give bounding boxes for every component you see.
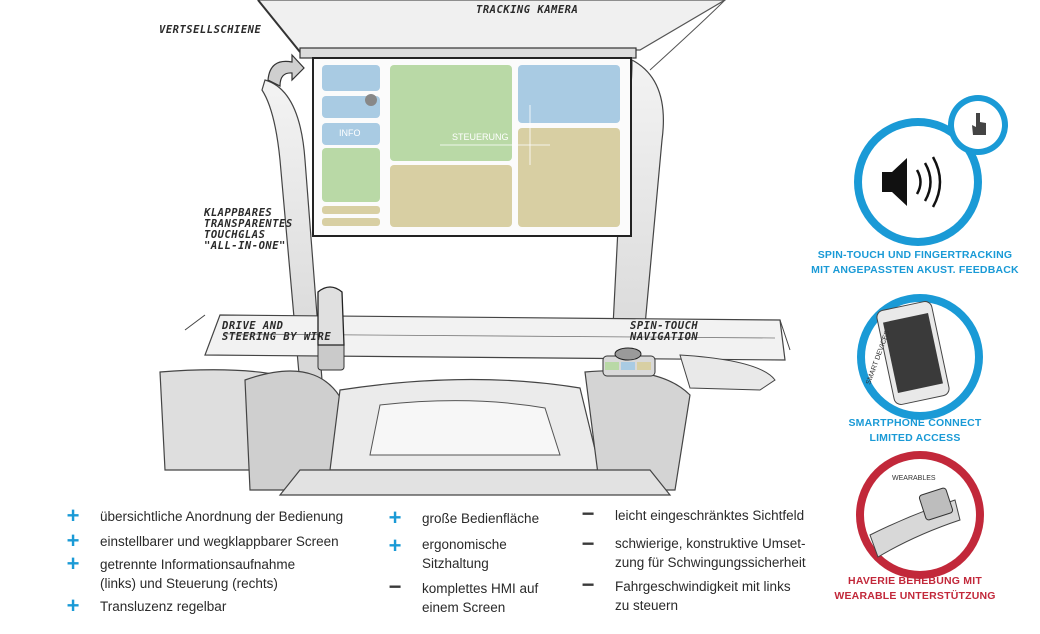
pro-item-line: getrennte Informationsaufnahme — [100, 557, 296, 572]
con-item: schwierige, konstruktive Umset- zung für… — [615, 534, 806, 572]
touchglass-label: KLAPPBARES TRANSPARENTES TOUCHGLAS "ALL-… — [204, 207, 293, 252]
pro-item-line: ergonomische — [422, 537, 507, 552]
pro-item-line: (links) und Steuerung (rechts) — [100, 576, 278, 591]
tracking-camera-label: TRACKING KAMERA — [476, 4, 579, 16]
plus-sign: + — [66, 503, 80, 528]
minus-sign: − — [581, 501, 595, 526]
caption-line: SPIN-TOUCH UND FINGERTRACKING — [817, 249, 1013, 261]
minus-sign: − — [581, 572, 595, 597]
plus-sign: + — [66, 528, 80, 553]
pro-item: ergonomische Sitzhaltung — [422, 535, 507, 573]
wearable-icon: WEARABLES — [856, 451, 984, 579]
caption-line: SMARTPHONE CONNECT — [848, 417, 982, 429]
plus-sign: + — [388, 533, 402, 558]
con-item-line: schwierige, konstruktive Umset- — [615, 536, 806, 551]
feature-caption-spin-touch: SPIN-TOUCH UND FINGERTRACKING MIT ANGEPA… — [800, 248, 1030, 278]
touch-hand-icon — [948, 95, 1008, 155]
screen-steering-label: STEUERUNG — [452, 132, 509, 142]
plus-sign: + — [66, 551, 80, 576]
caption-line: HAVERIE BEHEBUNG MIT — [848, 575, 982, 587]
feature-caption-wearable: HAVERIE BEHEBUNG MIT WEARABLE UNTERSTÜTZ… — [800, 574, 1030, 604]
con-item: leicht eingeschränktes Sichtfeld — [615, 508, 805, 523]
caption-line: WEARABLE UNTERSTÜTZUNG — [834, 590, 996, 602]
feature-icons: SMART DEVICES WEARABLES — [854, 95, 1008, 579]
speaker-icon — [854, 118, 982, 246]
spin-touch-label: SPIN-TOUCH NAVIGATION — [630, 320, 699, 343]
pro-item: einstellbarer und wegklappbarer Screen — [100, 534, 339, 549]
rail-arrow-icon — [267, 53, 305, 87]
con-item-line: einem Screen — [422, 600, 506, 615]
joystick-icon — [317, 286, 345, 371]
spin-touch-knob-icon — [602, 347, 656, 377]
plus-sign: + — [66, 593, 80, 618]
smartphone-icon: SMART DEVICES — [857, 294, 983, 420]
drive-by-wire-label: DRIVE AND STEERING BY WIRE — [222, 320, 332, 343]
caption-line: MIT ANGEPASSTEN AKUST. FEEDBACK — [811, 264, 1019, 276]
wearables-label: WEARABLES — [892, 475, 936, 482]
screen-info-label: INFO — [339, 128, 361, 138]
rail-label: VERTSELLSCHIENE — [159, 24, 262, 36]
pro-item: getrennte Informationsaufnahme (links) u… — [100, 555, 295, 593]
minus-sign: − — [581, 531, 595, 556]
pro-item: große Bedienfläche — [422, 511, 540, 526]
pro-item: Transluzenz regelbar — [100, 599, 227, 614]
minus-sign: − — [388, 574, 402, 599]
con-item: komplettes HMI auf einem Screen — [422, 579, 538, 617]
feature-caption-smartphone: SMARTPHONE CONNECT LIMITED ACCESS — [800, 416, 1030, 446]
con-item-line: Fahrgeschwindigkeit mit links — [615, 579, 791, 594]
con-item: Fahrgeschwindigkeit mit links zu steuern — [615, 577, 791, 615]
pro-item-line: Sitzhaltung — [422, 556, 489, 571]
con-item-line: zung für Schwingungssicherheit — [615, 555, 806, 570]
caption-line: LIMITED ACCESS — [869, 432, 961, 444]
plus-sign: + — [388, 505, 402, 530]
con-item-line: zu steuern — [615, 598, 679, 613]
con-item-line: komplettes HMI auf — [422, 581, 539, 596]
pro-item: übersichtliche Anordnung der Bedienung — [100, 509, 344, 524]
